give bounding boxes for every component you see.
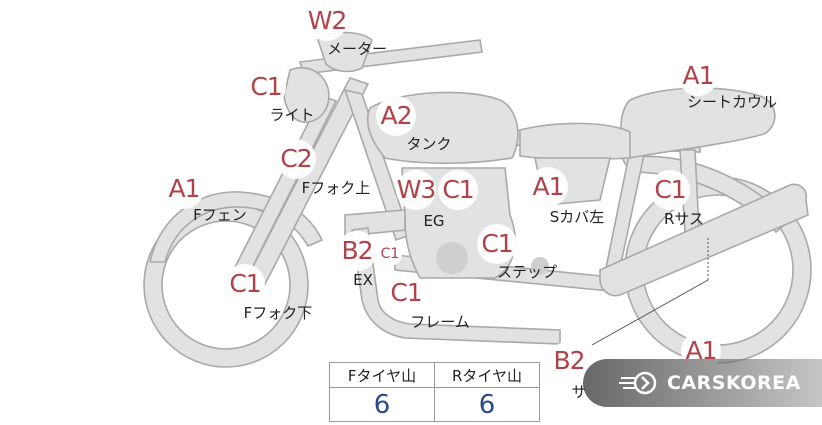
part-label-exhaust: EX bbox=[353, 271, 373, 289]
headlight bbox=[283, 66, 330, 123]
part-label-engine: EG bbox=[423, 212, 445, 230]
carskorea-watermark: CARSKOREA bbox=[583, 359, 822, 407]
part-label-step: ステップ bbox=[496, 263, 558, 281]
part-label-seat-cowl: シートカウル bbox=[686, 93, 778, 111]
part-label-s-cover-left: Sカバ左 bbox=[549, 208, 605, 226]
part-label-r-suspension: Rサス bbox=[663, 210, 705, 228]
damage-mark-exhaust-c1: C1 bbox=[378, 242, 402, 266]
damage-mark-light: C1 bbox=[246, 67, 286, 107]
part-label-f-fork-lower: Fフォク下 bbox=[243, 304, 313, 322]
damage-mark-frame: C1 bbox=[386, 273, 426, 313]
damage-mark-f-fender: A1 bbox=[164, 169, 204, 209]
damage-mark-meter: W2 bbox=[307, 1, 347, 41]
front-wheel bbox=[144, 203, 308, 367]
damage-mark-f-fork-upper: C2 bbox=[276, 139, 316, 179]
damage-mark-s-cover-left: A1 bbox=[528, 167, 568, 207]
part-label-light: ライト bbox=[269, 106, 315, 124]
damage-mark-muffler: B2 bbox=[549, 341, 589, 381]
damage-mark-exhaust-b2: B2 bbox=[337, 231, 377, 271]
carskorea-logo-icon bbox=[619, 371, 657, 395]
rear-tread-header: Rタイヤ山 bbox=[434, 362, 540, 388]
front-tread-value: 6 bbox=[329, 387, 435, 422]
part-label-muffler: サ bbox=[571, 383, 587, 401]
damage-mark-r-suspension: C1 bbox=[650, 170, 690, 210]
damage-mark-step: C1 bbox=[477, 224, 517, 264]
muffler bbox=[599, 183, 809, 297]
watermark-text: CARSKOREA bbox=[667, 372, 801, 394]
damage-mark-tank: A2 bbox=[376, 96, 416, 136]
damage-mark-seat-cowl: A1 bbox=[678, 56, 718, 96]
part-label-frame: フレーム bbox=[410, 313, 470, 331]
part-label-meter: メーター bbox=[326, 40, 388, 58]
part-label-tank: タンク bbox=[406, 135, 452, 153]
front-tread-header: Fタイヤ山 bbox=[329, 362, 435, 388]
damage-mark-engine-c1: C1 bbox=[438, 170, 478, 210]
exhaust-pipe bbox=[351, 227, 561, 345]
rear-tread-value: 6 bbox=[434, 387, 540, 422]
tire-tread-table: Fタイヤ山 Rタイヤ山 6 6 bbox=[329, 362, 540, 422]
damage-mark-f-fork-lower: C1 bbox=[225, 264, 265, 304]
part-label-f-fork-upper: Fフォク上 bbox=[301, 179, 371, 197]
part-label-f-fender: Fフェン bbox=[193, 206, 247, 224]
damage-mark-engine-w3: W3 bbox=[396, 170, 436, 210]
